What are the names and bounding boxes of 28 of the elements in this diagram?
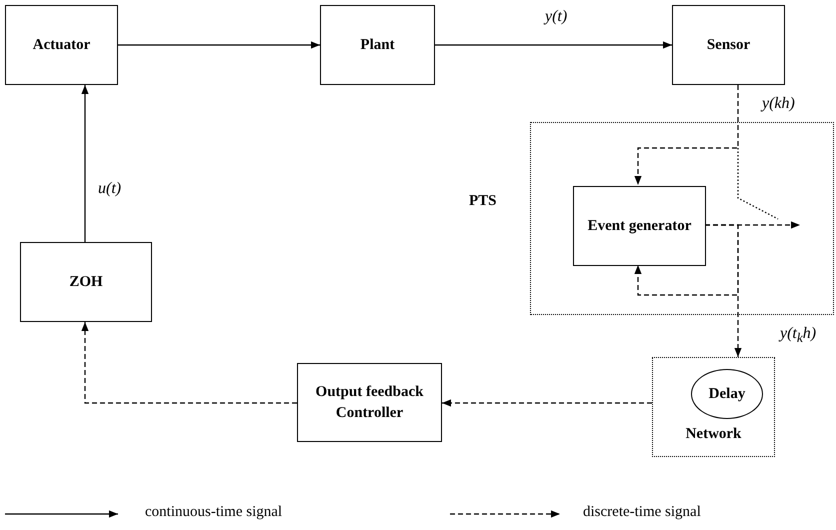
block-box (297, 363, 442, 442)
block-box (573, 186, 706, 266)
connector-arrow (118, 41, 320, 49)
connector-arrow (435, 41, 672, 49)
block-label: ZOH (69, 272, 103, 292)
edge-label: y(kh) (760, 95, 797, 113)
block-label: Network (686, 424, 742, 444)
block-box (320, 5, 435, 85)
block-label: Sensor (706, 36, 750, 55)
connector-arrow (81, 85, 89, 242)
region-heading: PTS (469, 192, 497, 211)
connector-arrow (81, 322, 297, 404)
block-box (20, 242, 152, 322)
block-box (672, 5, 785, 85)
legend-label: discrete-time signal (583, 504, 701, 521)
block-label: Plant (360, 36, 395, 55)
block-box (5, 5, 118, 85)
edge-label: y(t) (543, 8, 570, 26)
edge-label: u(t) (96, 180, 124, 198)
block-label: Output feedback Controller (314, 383, 424, 422)
block-label: Event generator (588, 216, 692, 236)
block-label: Delay (708, 384, 746, 404)
connector-arrow (634, 224, 739, 296)
legend-label: continuous-time signal (145, 504, 282, 521)
block-label: Actuator (32, 36, 90, 55)
dotted-box (652, 357, 775, 457)
connector-arrow (442, 399, 652, 407)
connector-arrow (634, 85, 739, 185)
